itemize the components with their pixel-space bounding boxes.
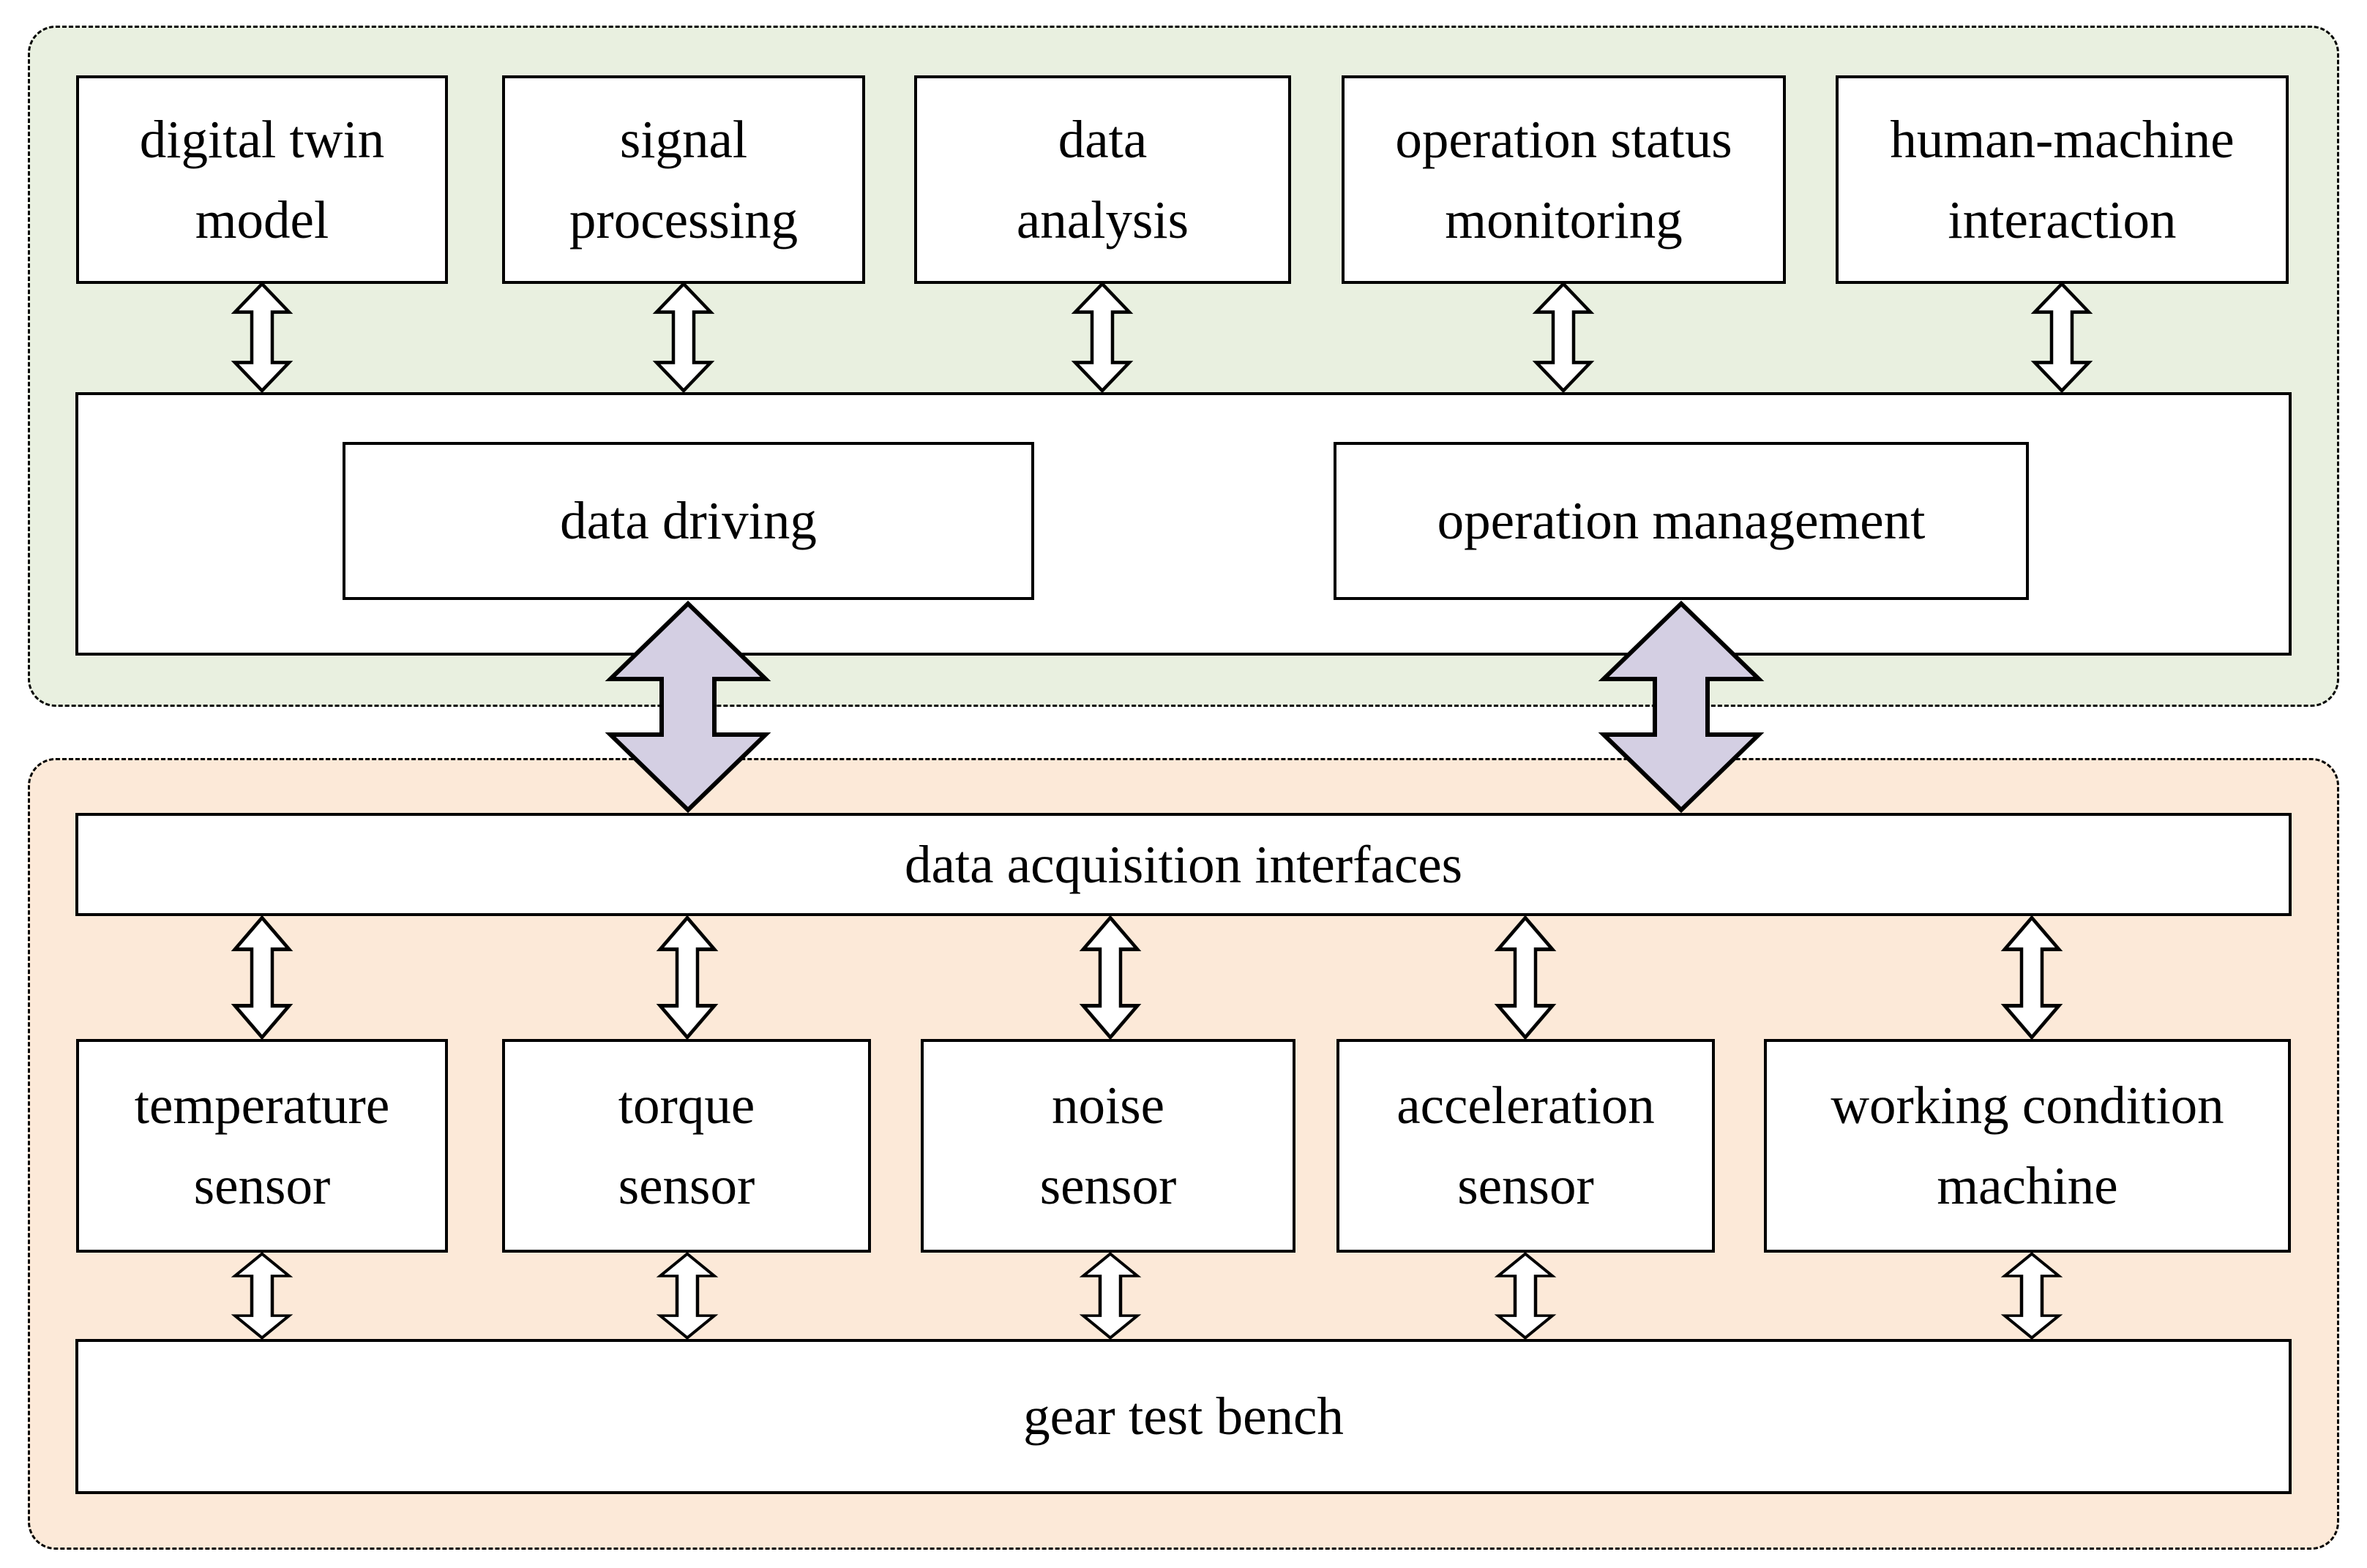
operation-management-box: operation management	[1334, 442, 2029, 600]
module-box-digital-twin-model: digital twin model	[76, 75, 448, 284]
double-arrow-icon	[231, 281, 293, 394]
double-arrow-icon	[2000, 1252, 2063, 1340]
device-label-line: acceleration	[1396, 1076, 1655, 1135]
device-label-line: machine	[1937, 1156, 2118, 1215]
module-box-data-analysis: data analysis	[914, 75, 1291, 284]
double-arrow-icon	[2000, 915, 2063, 1040]
double-arrow-icon	[1079, 1252, 1142, 1340]
bar-label: gear test bench	[1023, 1387, 1344, 1446]
double-arrow-icon	[652, 281, 715, 394]
device-label-line: sensor	[1039, 1156, 1177, 1215]
device-box-working-condition-machine: working condition machine	[1764, 1039, 2291, 1253]
layer-connector-double-arrow-icon	[605, 600, 771, 814]
gear-test-bench-bar: gear test bench	[75, 1339, 2292, 1494]
module-label-line: data	[1058, 109, 1148, 169]
device-label-line: working condition	[1831, 1076, 2224, 1135]
device-label-line: sensor	[618, 1156, 755, 1215]
double-arrow-icon	[1494, 1252, 1557, 1340]
device-box-acceleration-sensor: acceleration sensor	[1336, 1039, 1715, 1253]
double-arrow-icon	[1079, 915, 1142, 1040]
device-label-line: temperature	[134, 1076, 390, 1135]
double-arrow-icon	[2030, 281, 2093, 394]
module-label-line: digital twin	[139, 109, 385, 169]
data-driving-box: data driving	[343, 442, 1034, 600]
double-arrow-icon	[1532, 281, 1595, 394]
double-arrow-icon	[656, 915, 719, 1040]
module-box-human-machine-interaction: human-machine interaction	[1836, 75, 2289, 284]
box-label: data driving	[560, 491, 817, 550]
module-label-line: signal	[619, 109, 748, 169]
module-label-line: processing	[569, 190, 799, 250]
device-label-line: torque	[618, 1076, 755, 1135]
double-arrow-icon	[1071, 281, 1134, 394]
box-label: operation management	[1437, 491, 1926, 550]
device-label-line: sensor	[193, 1156, 331, 1215]
module-label-line: monitoring	[1445, 190, 1683, 250]
double-arrow-icon	[231, 915, 293, 1040]
device-box-torque-sensor: torque sensor	[502, 1039, 871, 1253]
module-label-line: model	[195, 190, 329, 250]
module-label-line: operation status	[1395, 109, 1732, 169]
bar-label: data acquisition interfaces	[904, 834, 1463, 894]
module-label-line: human-machine	[1890, 109, 2235, 169]
device-box-temperature-sensor: temperature sensor	[76, 1039, 448, 1253]
double-arrow-icon	[231, 1252, 293, 1340]
device-label-line: noise	[1051, 1076, 1165, 1135]
module-box-operation-status-monitoring: operation status monitoring	[1342, 75, 1786, 284]
layer-connector-double-arrow-icon	[1598, 600, 1765, 814]
module-label-line: analysis	[1016, 190, 1189, 250]
module-label-line: interaction	[1948, 190, 2177, 250]
device-box-noise-sensor: noise sensor	[921, 1039, 1295, 1253]
double-arrow-icon	[656, 1252, 719, 1340]
double-arrow-icon	[1494, 915, 1557, 1040]
device-label-line: sensor	[1457, 1156, 1594, 1215]
data-acquisition-interfaces-bar: data acquisition interfaces	[75, 813, 2292, 916]
module-box-signal-processing: signal processing	[502, 75, 865, 284]
